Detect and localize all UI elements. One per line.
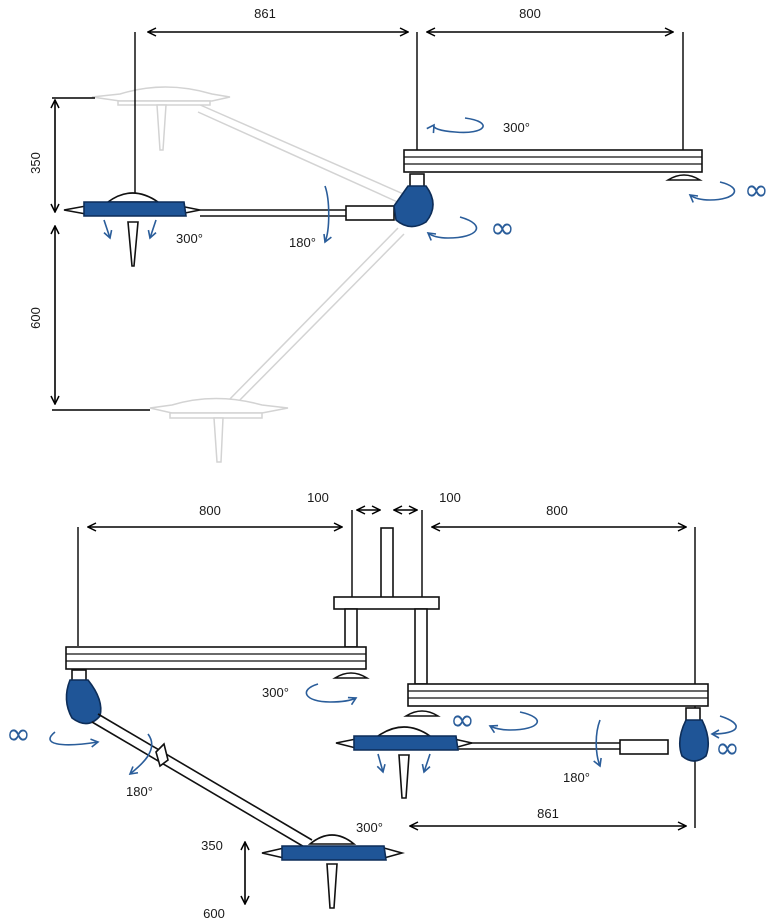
right-joint-infinity: ∞	[715, 731, 740, 766]
dim-right-rail-label: 800	[546, 503, 568, 518]
dim-rail-label: 800	[519, 6, 541, 21]
right-ceiling-rail	[403, 683, 709, 717]
dim-down-label: 600	[28, 307, 43, 329]
left-ceiling-rail	[65, 646, 370, 679]
dim-up-label-bottom: 350	[201, 838, 223, 853]
rail-angle-label: 300°	[503, 120, 530, 135]
dim-up-label: 350	[28, 152, 43, 174]
right-arm-rotation-arrow	[593, 719, 602, 768]
head-angle-label: 300°	[176, 231, 203, 246]
left-swivel-joint	[65, 669, 102, 725]
left-joint-rotation-arrow	[49, 731, 100, 748]
rail-end-rotation-arrow	[688, 181, 736, 203]
dim-left-rail-label: 800	[199, 503, 221, 518]
right-lamp-head	[335, 726, 473, 799]
ceiling-rail	[403, 149, 703, 181]
left-arm-angle-label: 180°	[126, 784, 153, 799]
top-view: 861 800 350 600 300° ∞ ∞ 180°	[28, 6, 769, 463]
joint-housing	[393, 185, 434, 228]
lamp-head	[63, 192, 201, 267]
right-swivel-joint	[619, 707, 710, 762]
arm-rotation-arrow	[323, 185, 332, 244]
right-joint-rotation-arrow	[710, 715, 737, 739]
dim-arm-label: 861	[254, 6, 276, 21]
right-arm-angle-label: 180°	[563, 770, 590, 785]
left-rail-angle-label: 300°	[262, 685, 289, 700]
joint-rotation-arrow	[426, 216, 478, 241]
bottom-view: 800 100 100 800 861 350 600 300°	[6, 490, 740, 921]
left-rail-rotation-arrow	[305, 683, 358, 706]
dim-down-label-bottom: 600	[203, 906, 225, 921]
right-head-infinity: ∞	[450, 703, 475, 738]
right-head-rotation-arrow	[488, 711, 539, 734]
arm-angle-label: 180°	[289, 235, 316, 250]
rail-rotation-arrow	[426, 117, 484, 134]
left-head-angle-label: 300°	[356, 820, 383, 835]
central-column	[333, 527, 440, 685]
swivel-joint	[345, 173, 434, 228]
dim-gap-left-label: 100	[307, 490, 329, 505]
ghost-upper-light	[91, 86, 409, 205]
left-lamp-head	[261, 834, 405, 909]
ghost-lower-light	[149, 227, 405, 463]
rail-end-infinity: ∞	[744, 173, 769, 208]
left-joint-infinity: ∞	[6, 717, 31, 752]
left-arm-rotation-arrow	[128, 733, 153, 776]
dim-gap-right-label: 100	[439, 490, 461, 505]
joint-infinity: ∞	[490, 211, 515, 246]
dim-right-arm-label: 861	[537, 806, 559, 821]
